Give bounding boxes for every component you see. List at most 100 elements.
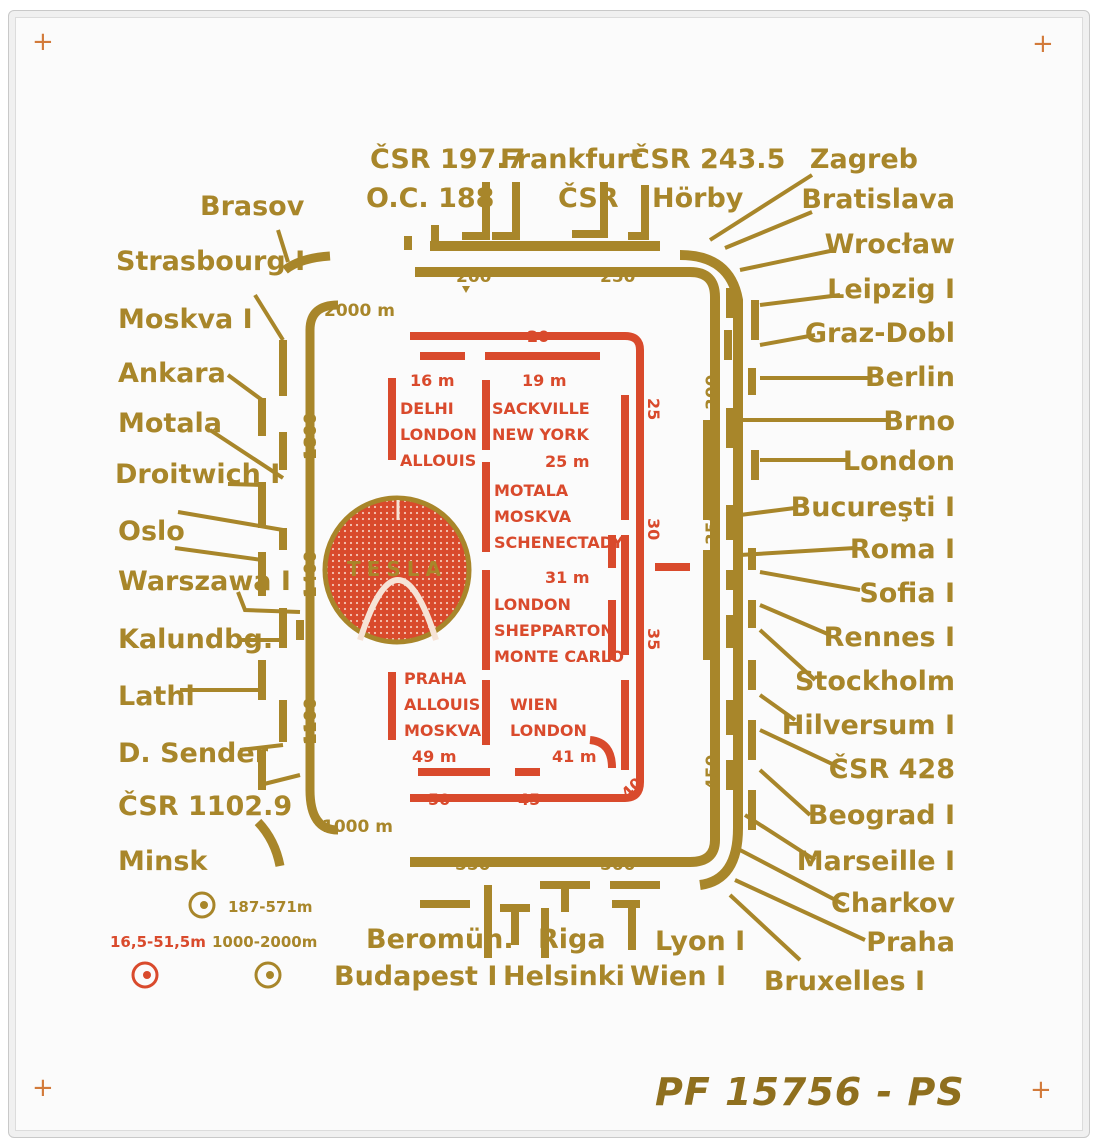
sw-scale-track <box>388 332 690 802</box>
corner-mark: + <box>1030 1075 1052 1105</box>
mw-scale-number: 300 <box>703 374 723 410</box>
station-label-right: Charkov <box>831 888 955 919</box>
station-label-left: ČSR 1102.9 <box>118 790 292 822</box>
sw-scale-number: 30 <box>644 518 663 540</box>
station-label-top: ČSR 197.7 <box>370 143 525 175</box>
station-label-top: Frankfurt <box>500 144 643 175</box>
sw-scale-number: 45 <box>518 790 540 809</box>
mw-scale-number: 350 <box>703 509 723 545</box>
station-label-top: ČSR 243.5 <box>630 143 785 175</box>
station-label-right: Graz-Dobl <box>805 318 955 349</box>
sw-scale-number: 25 <box>644 398 663 420</box>
sw-scale-number: 50 <box>428 790 450 809</box>
mw-legend-icon <box>188 891 216 919</box>
legend: 187-571m 16,5-51,5m 1000-2000m <box>110 891 317 989</box>
station-label-right: Zagreb <box>810 144 918 175</box>
bottom-station-labels: Beromün. Riga Lyon I Budapest I Helsinki… <box>334 924 745 992</box>
station-label-bottom: Budapest I <box>334 961 497 992</box>
sw-station: DELHI <box>400 399 454 418</box>
sw-station: LONDON <box>510 721 587 740</box>
station-label-left: Warszawa I <box>118 566 291 597</box>
station-label-right: Marseille I <box>797 846 955 877</box>
mw-scale-number: 500 <box>600 855 636 875</box>
station-label-left: Kalundbg. <box>118 624 273 655</box>
station-label-right: Wrocław <box>825 229 955 260</box>
station-label-left: Brasov <box>200 191 305 222</box>
lw-tick-marks <box>258 340 304 790</box>
station-label-left: Moskva I <box>118 304 253 335</box>
station-label-right: Rennes I <box>824 622 955 653</box>
top-connectors <box>404 182 649 250</box>
station-label-right: Roma I <box>850 534 955 565</box>
station-label-bottom: Riga <box>538 924 606 955</box>
sw-band-label: 31 m <box>545 568 590 587</box>
sw-band-label: 41 m <box>552 747 597 766</box>
station-label-right: Hilversum I <box>782 710 955 741</box>
pointer-mark <box>462 286 470 293</box>
mw-scale-number: 450 <box>703 754 723 790</box>
station-label-top: ČSR <box>558 182 619 214</box>
leader-lines-left <box>174 229 301 787</box>
sw-station: MOTALA <box>494 481 569 500</box>
lw-scale-number: 1400 <box>301 551 321 598</box>
sw-station: NEW YORK <box>492 425 589 444</box>
station-label-right: Bucureşti I <box>791 492 955 523</box>
corner-mark: + <box>32 1073 54 1103</box>
sw-band-label: 25 m <box>545 452 590 471</box>
station-label-right: Praha <box>866 927 955 958</box>
station-label-right: Sofia I <box>859 578 955 609</box>
lw-scale-number: 1100 <box>301 698 321 745</box>
sw-station: SHEPPARTON <box>494 621 614 640</box>
station-label-left: Ankara <box>118 358 226 389</box>
mw-scale-numbers: 200 250 300 350 400 450 500 550 <box>455 267 723 875</box>
sw-scale-number: 20 <box>527 327 549 346</box>
leader-lines-right <box>708 173 890 962</box>
legend-sw: 16,5-51,5m <box>110 933 206 951</box>
mw-scale-number: 200 <box>456 267 492 287</box>
station-label-right: Bratislava <box>801 184 955 215</box>
mw-scale-number: 250 <box>600 267 636 287</box>
station-label-right: Beograd I <box>808 800 955 831</box>
station-label-right: Berlin <box>865 362 955 393</box>
corner-mark: + <box>32 27 54 57</box>
station-label-right: ČSR 428 <box>829 753 955 785</box>
lw-scale-number: 2000 m <box>324 301 395 321</box>
sw-band-blocks: 16 m DELHI LONDON ALLOUIS 19 m SACKVILLE… <box>400 371 624 766</box>
sw-band-label: 49 m <box>412 747 457 766</box>
station-label-right: Leipzig I <box>827 274 955 305</box>
station-label-top: Hörby <box>652 183 744 214</box>
sw-station: LONDON <box>494 595 571 614</box>
left-station-labels: Brasov Strasbourg I Moskva I Ankara Mota… <box>115 191 305 877</box>
legend-mw: 187-571m <box>228 898 312 916</box>
top-station-labels: ČSR 197.7 Frankfurt ČSR 243.5 O.C. 188 Č… <box>366 143 785 214</box>
mw-scale-number: 400 <box>703 624 723 660</box>
station-label-right: Brno <box>883 406 955 437</box>
station-label-bottom: Helsinki <box>503 961 625 992</box>
station-label-right: Bruxelles I <box>764 966 925 997</box>
lw-scale-track <box>254 251 339 867</box>
station-label-left: Oslo <box>118 516 185 547</box>
sw-station: MOSKVA <box>494 507 572 526</box>
part-number: PF 15756 - PS <box>655 1070 965 1114</box>
sw-station: SACKVILLE <box>492 399 590 418</box>
bottom-connectors <box>420 881 660 958</box>
mw-scale-track <box>410 241 743 890</box>
lw-legend-icon <box>254 961 282 989</box>
sw-station: MOSKVA <box>404 721 482 740</box>
station-label-left: Motala <box>118 408 222 439</box>
mw-scale-number: 550 <box>455 855 491 875</box>
station-label-left: Minsk <box>118 846 208 877</box>
sw-band-label: 19 m <box>522 371 567 390</box>
sw-scale-number: 35 <box>644 628 663 650</box>
lw-scale-number: 1800 <box>301 413 321 460</box>
station-label-top: O.C. 188 <box>366 183 494 214</box>
sw-station: SCHENECTADY <box>494 533 624 552</box>
sw-station: MONTE CARLO <box>494 647 624 666</box>
sw-station: ALLOUIS <box>404 695 480 714</box>
sw-station: WIEN <box>510 695 558 714</box>
sw-station: PRAHA <box>404 669 467 688</box>
station-label-right: London <box>843 446 955 477</box>
mw-tick-marks <box>703 288 759 830</box>
sw-station: LONDON <box>400 425 477 444</box>
